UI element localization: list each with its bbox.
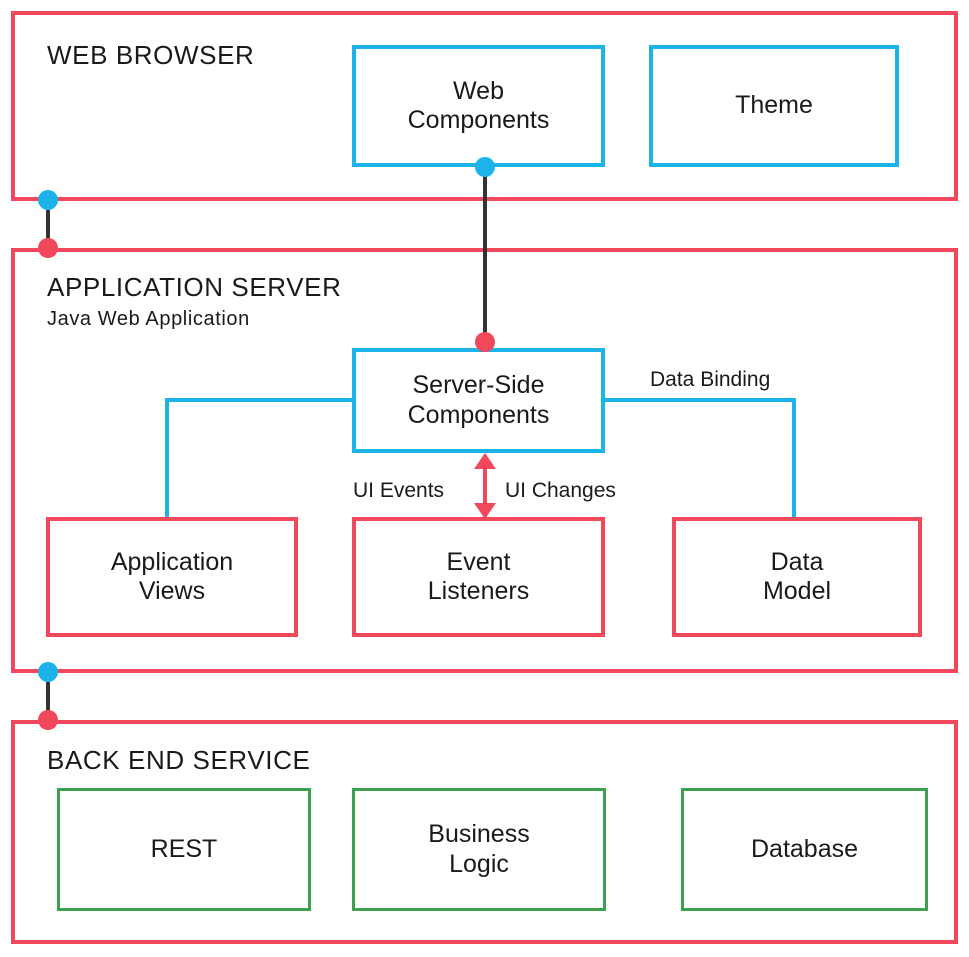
edge-label-data-binding: Data Binding (650, 368, 771, 391)
connector-server-side-to-application-views-vertical (165, 398, 169, 519)
connector-dot-browser-bottom (38, 190, 58, 210)
node-server-side-components[interactable]: Server-Side Components (352, 348, 605, 453)
tier-title-web-browser: WEB BROWSER (47, 40, 255, 70)
connector-browser-to-appserver-line (46, 200, 50, 250)
node-web-components[interactable]: Web Components (352, 45, 605, 167)
node-event-listeners-label: Event Listeners (427, 547, 530, 606)
node-event-listeners[interactable]: Event Listeners (352, 517, 605, 637)
node-rest-label: REST (150, 834, 218, 863)
tier-panel-back-end-service (11, 720, 958, 944)
connector-ui-events-ui-changes-shaft (483, 455, 487, 519)
tier-title-back-end-service: BACK END SERVICE (47, 745, 311, 775)
connector-appserver-to-backend-line (46, 672, 50, 722)
connector-dot-web-components-bottom (475, 157, 495, 177)
node-rest[interactable]: REST (57, 788, 311, 911)
connector-dot-backend-top (38, 710, 58, 730)
node-web-components-label: Web Components (407, 76, 550, 135)
node-database-label: Database (750, 834, 859, 863)
node-data-model-label: Data Model (762, 547, 832, 606)
edge-label-ui-changes: UI Changes (505, 479, 616, 502)
arrow-head-up-icon (474, 453, 496, 469)
edge-label-ui-events: UI Events (353, 479, 445, 502)
connector-server-side-to-application-views-horizontal (165, 398, 356, 402)
node-application-views-label: Application Views (110, 547, 234, 606)
tier-title-application-server: APPLICATION SERVER (47, 272, 342, 302)
node-application-views[interactable]: Application Views (46, 517, 298, 637)
node-theme[interactable]: Theme (649, 45, 899, 167)
connector-dot-appserver-bottom (38, 662, 58, 682)
connector-server-side-to-data-model-vertical (792, 398, 796, 519)
tier-subtitle-application-server: Java Web Application (47, 308, 250, 330)
node-theme-label: Theme (735, 91, 813, 120)
node-business-logic-label: Business Logic (428, 820, 530, 878)
connector-server-side-to-data-model-horizontal (601, 398, 796, 402)
arrow-head-down-icon (474, 503, 496, 519)
node-database[interactable]: Database (681, 788, 928, 911)
node-data-model[interactable]: Data Model (672, 517, 922, 637)
connector-dot-appserver-top (38, 238, 58, 258)
node-server-side-components-label: Server-Side Components (407, 371, 550, 429)
connector-web-components-to-server-side-line (483, 167, 487, 348)
connector-dot-server-side-top (475, 332, 495, 352)
node-business-logic[interactable]: Business Logic (352, 788, 606, 911)
